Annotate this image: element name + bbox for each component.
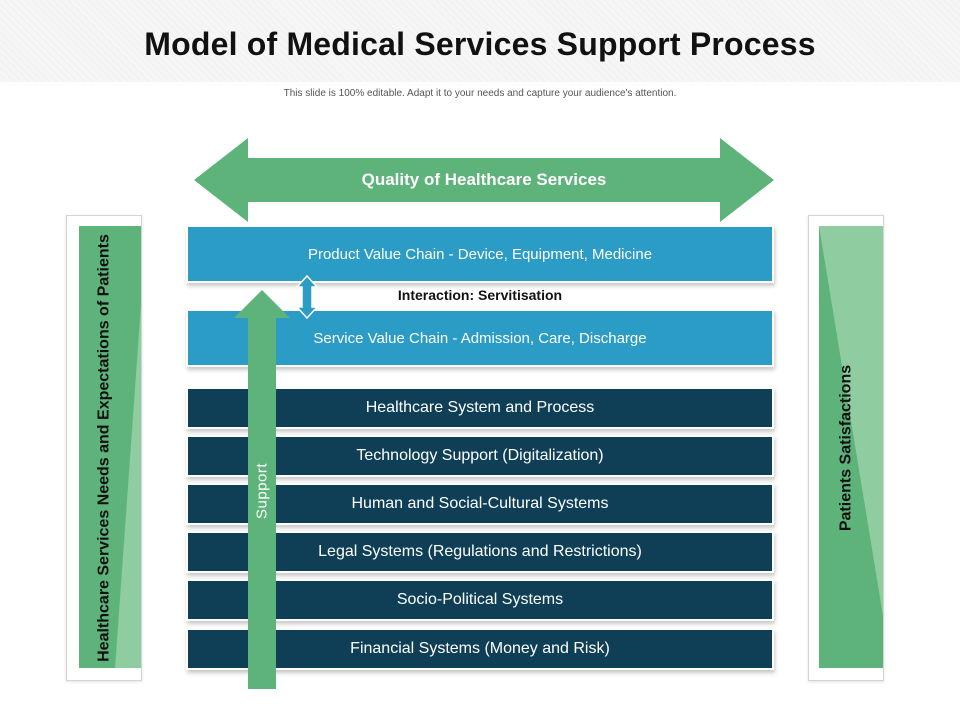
left-panel-bar-accent	[115, 304, 141, 668]
system-bar-financial: Financial Systems (Money and Risk)	[188, 630, 772, 668]
product-value-chain-label: Product Value Chain - Device, Equipment,…	[307, 245, 653, 263]
left-panel-label: Healthcare Services Needs and Expectatio…	[95, 234, 113, 662]
system-bar-legal: Legal Systems (Regulations and Restricti…	[188, 533, 772, 571]
quality-arrow-label: Quality of Healthcare Services	[361, 170, 607, 189]
header-band	[0, 0, 960, 82]
right-panel-bar	[819, 226, 883, 668]
left-panel-bar	[79, 226, 141, 668]
support-arrow-label: Support	[253, 462, 271, 520]
product-value-chain-bar: Product Value Chain - Device, Equipment,…	[188, 227, 772, 281]
system-bar-label: Socio-Political Systems	[396, 591, 564, 608]
service-value-chain-label: Service Value Chain - Admission, Care, D…	[313, 329, 647, 347]
interaction-label: Interaction: Servitisation	[397, 287, 563, 303]
system-bar-technology: Technology Support (Digitalization)	[188, 437, 772, 475]
slide-title: Model of Medical Services Support Proces…	[144, 26, 816, 62]
system-bar-label: Financial Systems (Money and Risk)	[350, 640, 610, 657]
system-bar-label: Human and Social-Cultural Systems	[351, 495, 609, 512]
system-bar-label: Healthcare System and Process	[365, 399, 595, 416]
system-bar-socio-political: Socio-Political Systems	[188, 581, 772, 619]
left-panel: Healthcare Services Needs and Expectatio…	[66, 215, 142, 681]
right-panel: Patients Satisfactions	[808, 215, 884, 681]
system-bar-human-social: Human and Social-Cultural Systems	[188, 485, 772, 523]
system-bar-label: Technology Support (Digitalization)	[356, 447, 604, 464]
right-panel-bar-accent	[819, 226, 883, 616]
right-panel-label: Patients Satisfactions	[837, 364, 855, 532]
service-value-chain-bar: Service Value Chain - Admission, Care, D…	[188, 311, 772, 365]
system-bar-label: Legal Systems (Regulations and Restricti…	[318, 543, 642, 560]
system-bar-healthcare: Healthcare System and Process	[188, 389, 772, 427]
slide-subtitle: This slide is 100% editable. Adapt it to…	[283, 88, 677, 99]
